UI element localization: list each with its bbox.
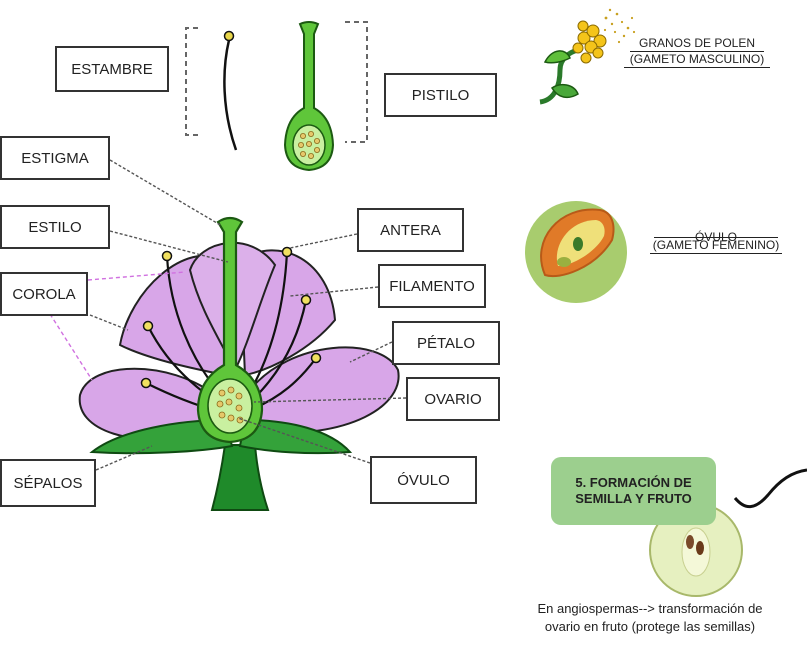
label-corola: COROLA xyxy=(0,272,88,316)
label-antera: ANTERA xyxy=(357,208,464,252)
label-filamento: FILAMENTO xyxy=(378,264,486,308)
ovulo-caption: ÓVULO (GAMETO FEMENINO) xyxy=(650,230,782,254)
leader-lines xyxy=(89,159,407,471)
ovulo-caption-line2: (GAMETO FEMENINO) xyxy=(652,238,780,252)
fruit-illustration xyxy=(649,468,807,597)
fruit-caption: En angiospermas--> transformación de ova… xyxy=(515,600,785,636)
pistil-bracket xyxy=(345,21,368,143)
label-ovulo: ÓVULO xyxy=(370,456,477,504)
polen-underline-2 xyxy=(624,67,770,68)
ovulo-underline-2 xyxy=(650,253,782,254)
polen-caption-line1: GRANOS DE POLEN xyxy=(638,36,756,50)
fruit-caption-line2: ovario en fruto (protege las semillas) xyxy=(544,619,756,634)
polen-underline xyxy=(630,51,764,52)
label-pistilo: PISTILO xyxy=(384,73,497,117)
ovulo-underline xyxy=(654,237,778,238)
label-estambre: ESTAMBRE xyxy=(55,46,169,92)
step-badge-line1: 5. FORMACIÓN DE xyxy=(575,475,692,490)
corola-leaders xyxy=(49,271,186,381)
pollen-illustration xyxy=(539,8,636,105)
step-badge: 5. FORMACIÓN DE SEMILLA Y FRUTO xyxy=(551,457,716,525)
stamen-illustration xyxy=(223,30,238,151)
polen-caption-line2: (GAMETO MASCULINO) xyxy=(629,52,765,66)
pistil-illustration xyxy=(283,21,335,172)
stamen-bracket xyxy=(185,27,198,136)
label-petalo: PÉTALO xyxy=(392,321,500,365)
label-sepalos: SÉPALOS xyxy=(0,459,96,507)
ovule-illustration xyxy=(525,201,627,303)
ovulo-caption-line1: ÓVULO xyxy=(694,230,737,244)
flower xyxy=(78,216,400,511)
polen-caption: GRANOS DE POLEN (GAMETO MASCULINO) xyxy=(624,36,770,68)
step-badge-line2: SEMILLA Y FRUTO xyxy=(575,491,692,506)
label-ovario: OVARIO xyxy=(406,377,500,421)
label-estigma: ESTIGMA xyxy=(0,136,110,180)
label-estilo: ESTILO xyxy=(0,205,110,249)
fruit-caption-line1: En angiospermas--> transformación de xyxy=(537,601,763,616)
